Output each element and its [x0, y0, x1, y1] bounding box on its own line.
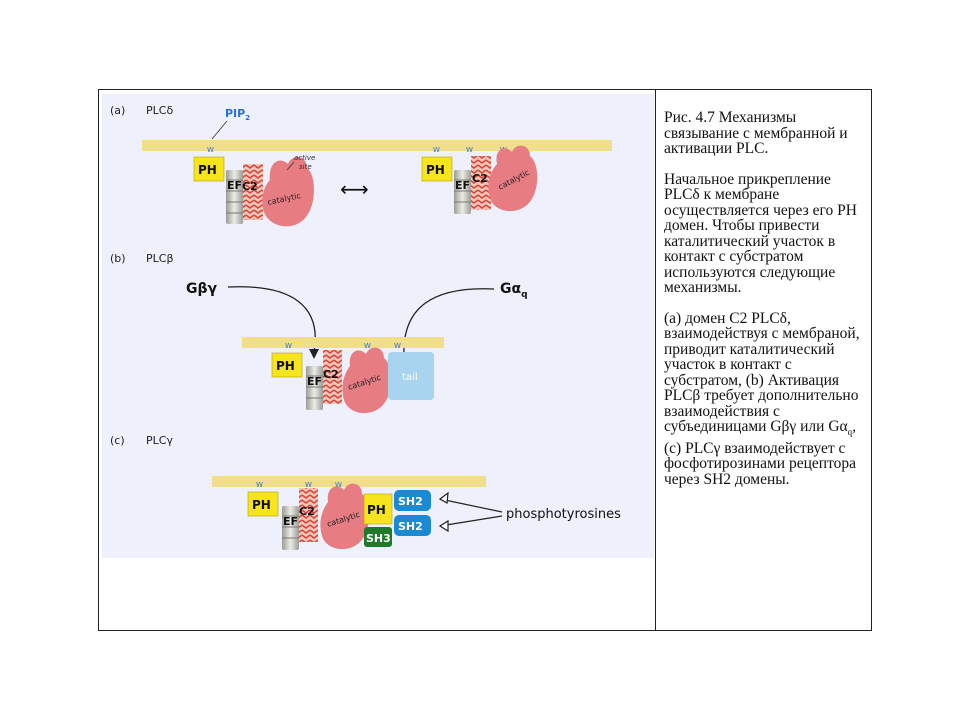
- table-frame: [98, 89, 872, 631]
- sh2-domain-n: [394, 490, 431, 511]
- ph-label-a2: PH: [426, 163, 445, 177]
- ef-hands-a1: [226, 170, 243, 224]
- c2-domain-a1: [243, 164, 263, 220]
- caption-paragraph-2: (a) домен C2 PLCδ, взаимодействуя с мемб…: [664, 309, 860, 488]
- ph-domain-a1: [193, 156, 225, 182]
- ef-hands-c: [282, 506, 299, 550]
- membrane-b: [242, 337, 444, 348]
- svg-text:W: W: [394, 342, 401, 350]
- c2-domain-b: [323, 350, 342, 404]
- panel-b-letter: (b): [110, 252, 126, 265]
- plc-figure: (a) PLCδ PIP2 W W W W PH EF C2 catalytic…: [102, 94, 654, 558]
- ef-hands-b: [306, 366, 323, 410]
- ph-domain-c1: [247, 491, 279, 517]
- c2-label-c: C2: [299, 505, 315, 518]
- active-site-label-1: active: [294, 154, 315, 162]
- ph-label-c2: PH: [367, 503, 386, 517]
- ph-domain-b: [271, 352, 303, 378]
- svg-text:W: W: [256, 481, 263, 489]
- c2-domain-c: [299, 488, 318, 542]
- svg-text:W: W: [285, 342, 292, 350]
- plc-diagram: (a) PLCδ PIP2 W W W W PH EF C2 catalytic…: [110, 104, 621, 550]
- c2-domain-a2: [471, 156, 491, 210]
- panel-a-letter: (a): [110, 104, 125, 117]
- ef-label-b: EF: [307, 375, 322, 388]
- sh2-label-c: SH2: [398, 520, 423, 533]
- panel-c-letter: (c): [110, 434, 125, 447]
- lipid-heads-b: W W W: [285, 342, 401, 350]
- membrane-c: [212, 476, 486, 487]
- sh3-domain: [364, 527, 392, 547]
- catalytic-domain-b: [342, 347, 392, 414]
- phosphotyrosines-label: phosphotyrosines: [506, 507, 621, 522]
- svg-text:W: W: [207, 146, 214, 154]
- panel-b-name: PLCβ: [146, 252, 173, 265]
- catalytic-domain-a2: [488, 145, 538, 212]
- ef-hands-a2: [454, 170, 471, 214]
- tail-domain: [388, 352, 434, 400]
- ef-label-c: EF: [283, 515, 298, 528]
- ef-label-a2: EF: [455, 179, 470, 192]
- pip2-pointer: [211, 120, 228, 140]
- c2-label-a2: C2: [472, 172, 488, 185]
- ph-label-a1: PH: [198, 163, 217, 177]
- figure-caption: Рис. 4.7 Механизмы связывание с мембранн…: [664, 110, 870, 502]
- tail-label: tail: [402, 372, 418, 383]
- catalytic-domain-a1: [262, 156, 314, 227]
- sh3-label: SH3: [366, 532, 391, 545]
- ef-label-a1: EF: [227, 179, 242, 192]
- panel-a-name: PLCδ: [146, 104, 173, 117]
- panel-c-name: PLCγ: [146, 434, 173, 447]
- svg-text:W: W: [466, 146, 473, 154]
- c2-label-a1: C2: [242, 180, 258, 193]
- g-beta-gamma-label: Gβγ: [186, 281, 218, 297]
- membrane-a: [142, 140, 612, 151]
- table-divider: [655, 89, 656, 631]
- ph-domain-c2: [363, 493, 393, 525]
- catalytic-domain-c: [320, 483, 370, 550]
- c2-label-b: C2: [323, 368, 339, 381]
- caption-paragraph-1: Начальное прикрепление PLCδ к мембране о…: [664, 170, 857, 296]
- active-site-label-2: site: [299, 163, 312, 171]
- caption-title: Рис. 4.7 Механизмы связывание с мембранн…: [664, 109, 848, 157]
- svg-text:W: W: [305, 481, 312, 489]
- sh2-label-n: SH2: [398, 495, 423, 508]
- ph-label-c1: PH: [252, 498, 271, 512]
- svg-text:W: W: [433, 146, 440, 154]
- phosphotyrosine-arrows: [438, 491, 503, 533]
- active-site-pointer: [286, 161, 295, 171]
- equilibrium-arrow: ⟷: [340, 177, 369, 201]
- sh2-domain-c: [394, 515, 431, 536]
- pip2-label: PIP2: [225, 107, 250, 122]
- g-alpha-label: Gαq: [500, 281, 528, 300]
- g-beta-gamma-arrowhead: [309, 349, 319, 359]
- ph-label-b: PH: [276, 359, 295, 373]
- svg-text:W: W: [335, 481, 342, 489]
- ph-domain-a2: [421, 156, 453, 182]
- lipid-heads-c: W W W: [256, 481, 342, 489]
- svg-text:W: W: [364, 342, 371, 350]
